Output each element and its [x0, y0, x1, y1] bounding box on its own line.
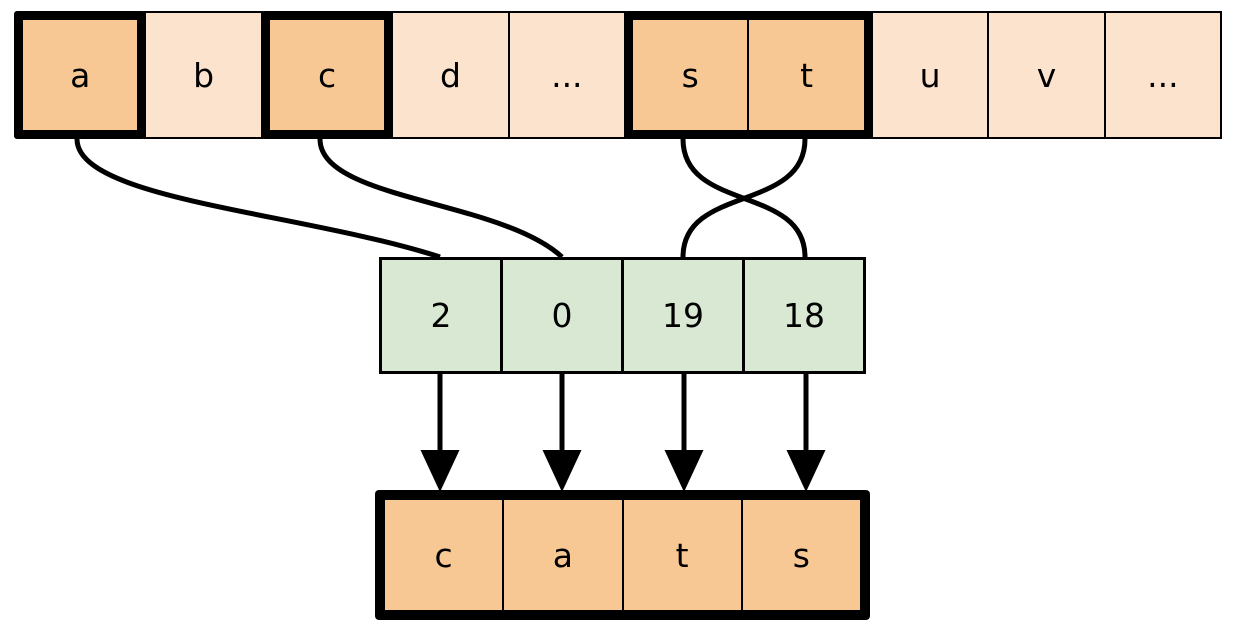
- curve-t-to-index-19: [680, 138, 808, 258]
- index-cell-label: 2: [430, 296, 452, 335]
- curve-c-to-index-2: [317, 138, 564, 259]
- token-cell-label: t: [675, 535, 689, 575]
- index-cell-3[interactable]: 18: [742, 257, 866, 374]
- token-row: c a t s: [375, 490, 870, 620]
- vocab-cell-u[interactable]: u: [870, 11, 990, 139]
- token-cell-label: a: [552, 535, 573, 575]
- vocab-cell-label: s: [681, 55, 699, 95]
- vocab-cell-v[interactable]: v: [987, 11, 1106, 139]
- token-cell-0[interactable]: c: [383, 498, 505, 612]
- vocab-cell-label: u: [919, 55, 941, 95]
- curve-s-to-index-18: [680, 138, 808, 258]
- curve-a-to-index-0: [74, 138, 441, 260]
- token-cell-2[interactable]: t: [621, 498, 743, 612]
- token-cell-1[interactable]: a: [502, 498, 624, 612]
- vocab-cell-ellipsis-1[interactable]: ...: [507, 11, 627, 139]
- index-row: 2 0 19 18: [379, 257, 866, 374]
- vocab-cell-s[interactable]: s: [624, 11, 750, 139]
- vocab-cell-a[interactable]: a: [14, 11, 147, 139]
- vocab-cell-t[interactable]: t: [747, 11, 873, 139]
- vocab-cell-b[interactable]: b: [144, 11, 263, 139]
- vocab-cell-label: a: [70, 55, 91, 95]
- index-cell-2[interactable]: 19: [621, 257, 745, 374]
- vocab-cell-label: ...: [1147, 55, 1179, 95]
- vocab-cell-label: c: [317, 55, 337, 95]
- vocab-cell-label: b: [193, 55, 215, 95]
- token-cell-label: s: [792, 535, 810, 575]
- vocab-cell-c[interactable]: c: [260, 11, 394, 139]
- index-cell-1[interactable]: 0: [500, 257, 624, 374]
- vocab-cell-label: d: [439, 55, 461, 95]
- index-cell-label: 0: [551, 296, 573, 335]
- token-cell-label: c: [434, 535, 453, 575]
- index-cell-label: 18: [783, 296, 825, 335]
- vocab-cell-label: t: [800, 55, 814, 95]
- vocabulary-row: a b c d ... s t u v ...: [14, 11, 1223, 139]
- vocab-cell-d[interactable]: d: [391, 11, 510, 139]
- vocab-cell-label: v: [1036, 55, 1057, 95]
- vocab-cell-label: ...: [551, 55, 583, 95]
- vocab-cell-ellipsis-2[interactable]: ...: [1103, 11, 1223, 139]
- index-cell-0[interactable]: 2: [379, 257, 503, 374]
- token-cell-3[interactable]: s: [740, 498, 862, 612]
- index-cell-label: 19: [662, 296, 704, 335]
